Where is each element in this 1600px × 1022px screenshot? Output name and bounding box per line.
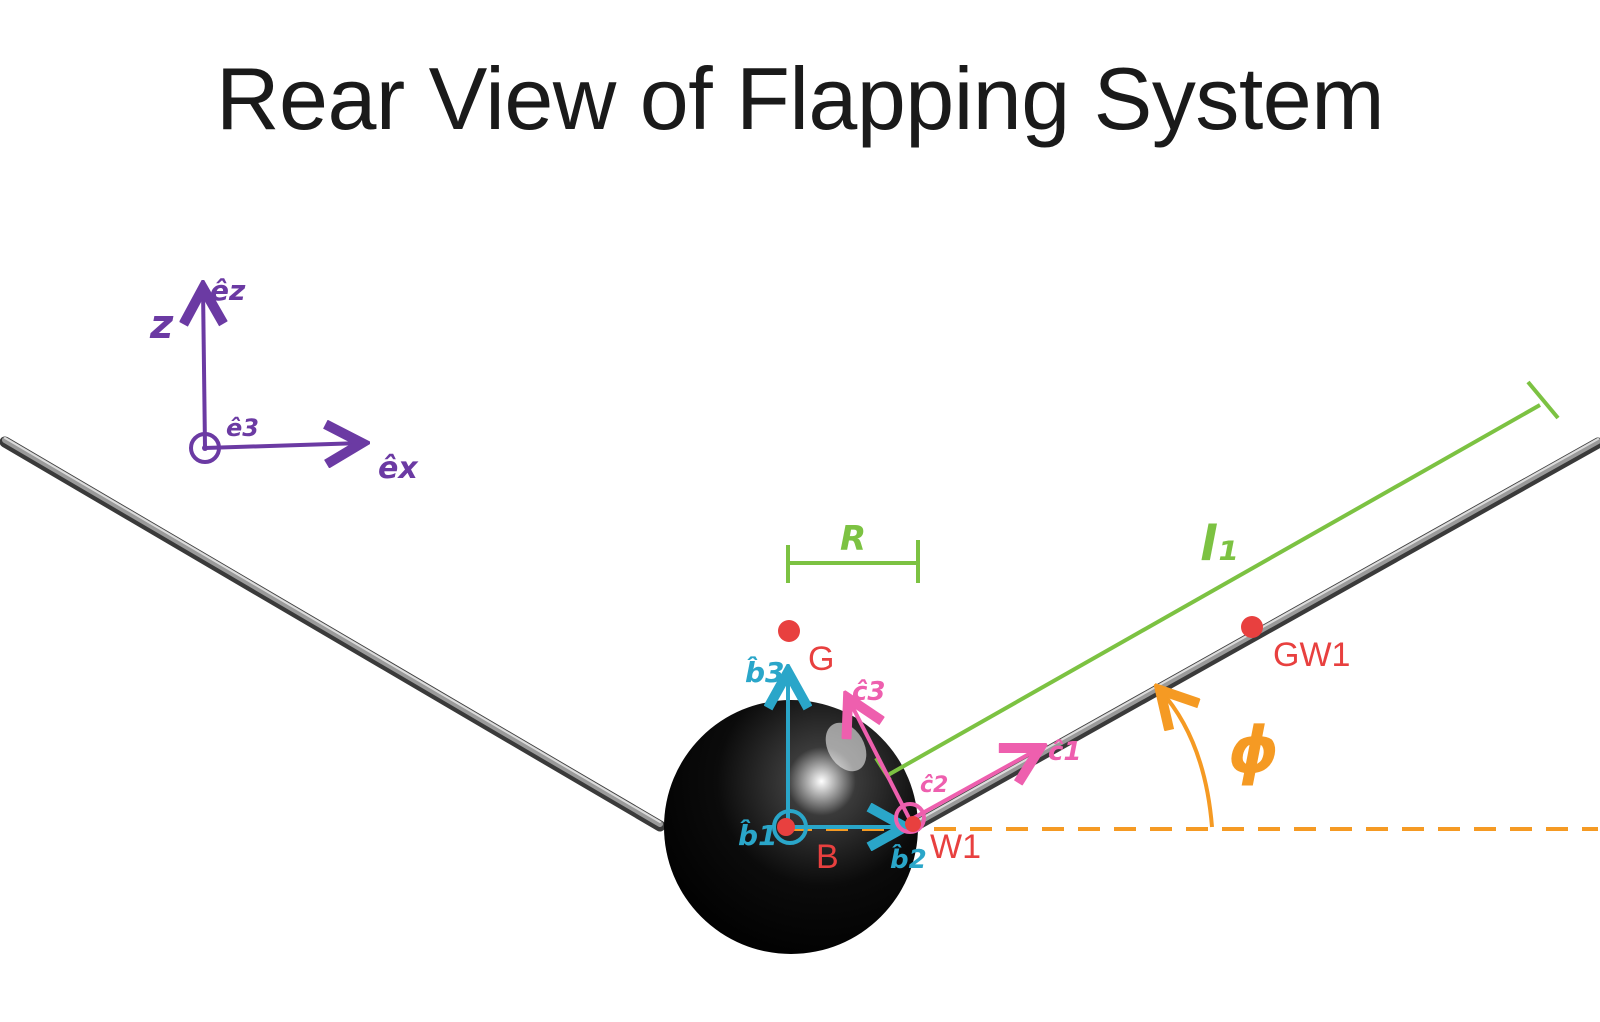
- point-b-label: B: [816, 838, 839, 876]
- flap-angle-arc: [1160, 690, 1214, 828]
- point-gw1-label: GW1: [1273, 636, 1350, 674]
- b3-label: b̂3: [745, 656, 785, 689]
- ez-label: êz: [210, 274, 246, 307]
- c1-label: ĉ1: [1048, 737, 1082, 767]
- length-label: l₁: [1200, 516, 1237, 572]
- b2-label: b̂2: [890, 843, 927, 875]
- angle-label: ϕ: [1228, 714, 1279, 788]
- point-gw1: [1241, 616, 1263, 638]
- point-g-label: G: [808, 640, 834, 678]
- point-w1-label: W1: [930, 828, 981, 866]
- radius-dimension: [786, 540, 920, 583]
- ey-label: ê3: [226, 414, 259, 442]
- left-wing-rod: [0, 436, 666, 832]
- inertial-axis-letter: z: [149, 302, 174, 348]
- b1-label: b̂1: [738, 819, 778, 852]
- radius-label: R: [840, 519, 866, 559]
- inertial-frame: [191, 288, 362, 462]
- point-g: [778, 620, 800, 642]
- ex-label: êx: [378, 451, 419, 486]
- body-frame: [774, 672, 905, 843]
- point-w1: [905, 816, 921, 832]
- c2-label: ĉ2: [920, 773, 948, 798]
- length-dimension-l1: [874, 380, 1560, 782]
- wing-frame: [848, 698, 1040, 834]
- diagram-title: Rear View of Flapping System: [215, 49, 1385, 148]
- c3-label: ĉ3: [852, 677, 886, 707]
- point-b: [777, 818, 795, 836]
